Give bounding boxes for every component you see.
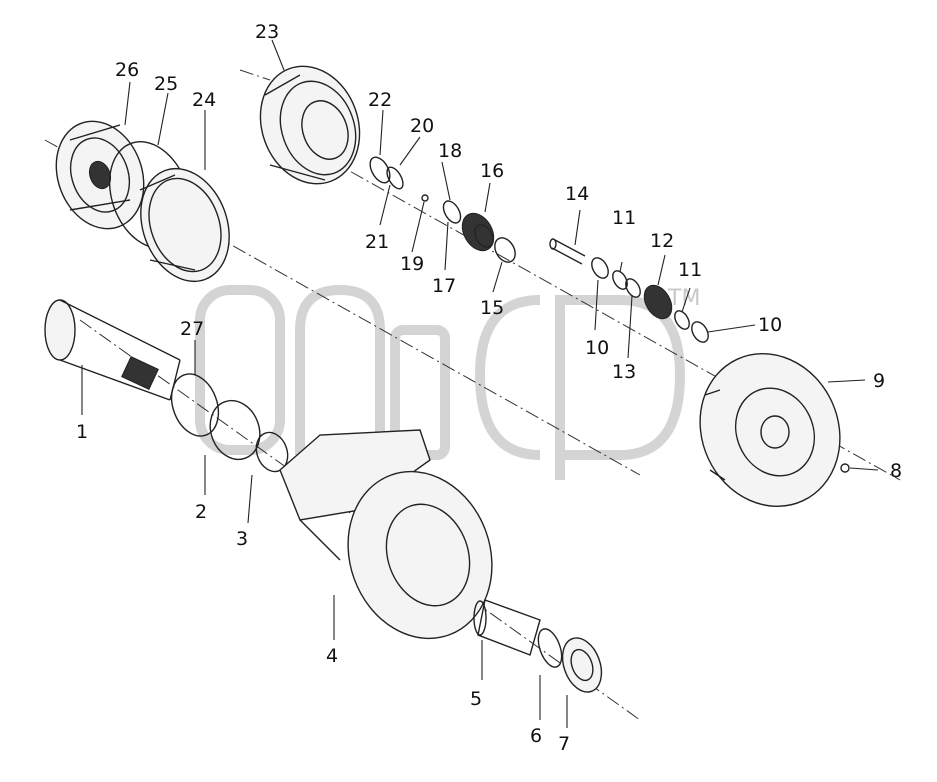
callout-24: 24 (192, 89, 216, 111)
callout-19: 19 (400, 253, 424, 275)
callout-10-right: 10 (758, 314, 782, 336)
callout-10-left: 10 (585, 337, 609, 359)
callout-13: 13 (612, 361, 636, 383)
callout-11-right: 11 (678, 259, 702, 281)
callout-11-left: 11 (612, 207, 636, 229)
callout-27: 27 (180, 318, 204, 340)
callout-1: 1 (76, 421, 88, 443)
callout-7: 7 (558, 733, 570, 755)
part-15-ring (494, 237, 516, 263)
part-8-bolt (840, 463, 850, 473)
watermark: TM (195, 284, 700, 480)
part-24-ring-gear (139, 167, 230, 283)
part-23-gear-housing (259, 65, 361, 185)
part-1-shaft (44, 299, 181, 401)
callout-2: 2 (195, 501, 207, 523)
leader-lines (81, 39, 879, 728)
part-9-hub (699, 352, 841, 508)
callout-8: 8 (890, 460, 902, 482)
part-4-axle-housing (279, 429, 493, 640)
part-5-sleeve (473, 599, 541, 656)
parts-6-7 (537, 628, 603, 693)
part-14-pin (549, 238, 586, 265)
callout-25: 25 (154, 73, 178, 95)
callout-17: 17 (432, 275, 456, 297)
small-parts-group (369, 156, 462, 224)
callout-14: 14 (565, 183, 589, 205)
callout-labels: 1 2 3 4 5 6 7 8 9 10 10 11 11 12 13 14 1… (76, 21, 902, 755)
callout-26: 26 (115, 59, 139, 81)
callout-15: 15 (480, 297, 504, 319)
callout-4: 4 (326, 645, 338, 667)
callout-16: 16 (480, 160, 504, 182)
parts-10-13-group (591, 257, 709, 343)
part-16-bearing (461, 212, 495, 252)
callout-5: 5 (470, 688, 482, 710)
callout-3: 3 (236, 528, 248, 550)
callout-23: 23 (255, 21, 279, 43)
callout-18: 18 (438, 140, 462, 162)
callout-12: 12 (650, 230, 674, 252)
callout-20: 20 (410, 115, 434, 137)
parts-rings (170, 373, 289, 473)
callout-22: 22 (368, 89, 392, 111)
callout-6: 6 (530, 725, 542, 747)
callout-21: 21 (365, 231, 389, 253)
callout-9: 9 (873, 370, 885, 392)
